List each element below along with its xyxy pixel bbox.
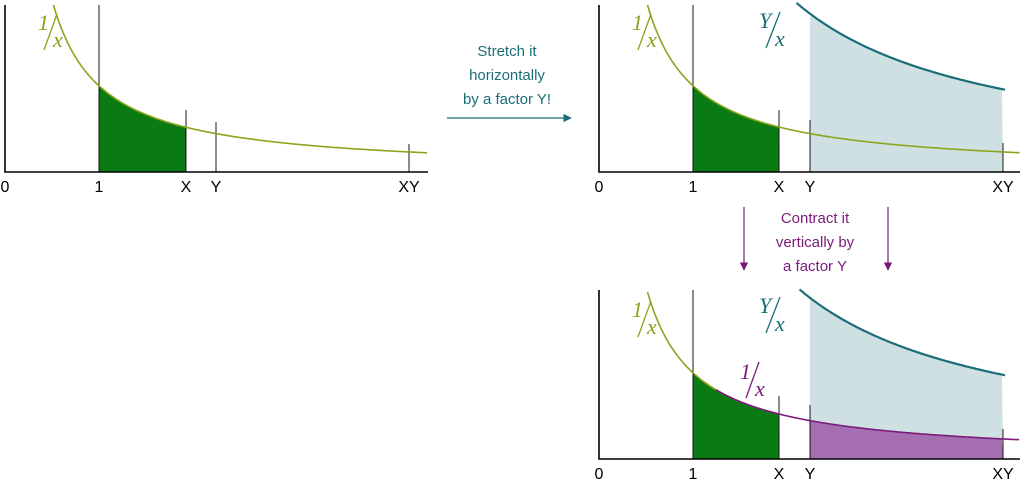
tick-label-1: 1 — [95, 179, 104, 196]
label-fraction-slash — [765, 11, 781, 49]
area-1-to-x — [693, 372, 779, 459]
scaled-curve — [795, 2, 1006, 91]
label-denominator: x — [754, 376, 765, 401]
label-y-over-x: Y x — [759, 8, 785, 51]
panel-original: 0 1 X Y XY 1 x — [1, 4, 428, 196]
tick-label-0: 0 — [595, 179, 604, 196]
area-y-to-xy-stretched — [810, 297, 1003, 459]
contracted-curve — [715, 389, 1020, 441]
tick-label-0: 0 — [595, 466, 604, 481]
label-one-over-x-contracted: 1 x — [740, 359, 765, 401]
label-fraction-slash — [637, 300, 652, 338]
area-1-to-x — [99, 85, 186, 172]
label-fraction-slash — [765, 296, 781, 334]
tick-label-0: 0 — [1, 179, 10, 196]
label-numerator: 1 — [632, 10, 643, 35]
tick-label-x: X — [774, 179, 785, 196]
area-y-to-xy — [810, 13, 1003, 173]
label-fraction-slash — [43, 13, 58, 51]
tick-label-x: X — [774, 466, 785, 481]
reciprocal-curve — [52, 4, 428, 154]
label-one-over-x: 1 x — [632, 297, 657, 339]
label-numerator: Y — [759, 8, 774, 33]
label-numerator: 1 — [632, 297, 643, 322]
panel-stretched: 0 1 X Y XY 1 x Y x — [595, 2, 1020, 196]
tick-label-y: Y — [805, 179, 816, 196]
label-denominator: x — [646, 314, 657, 339]
label-denominator: x — [774, 26, 785, 51]
contract-note-line-1: Contract it — [781, 210, 850, 227]
axes — [598, 290, 1020, 460]
panel-contracted: 0 1 X Y XY 1 x Y x 1 x — [595, 288, 1020, 481]
axes — [4, 5, 428, 173]
tick-label-xy: XY — [992, 179, 1014, 196]
tick-label-xy: XY — [992, 466, 1014, 481]
contract-note-line-2: vertically by — [776, 234, 855, 251]
label-y-over-x: Y x — [759, 293, 785, 336]
tick-label-xy: XY — [398, 179, 420, 196]
stretch-note-line-2: horizontally — [469, 67, 545, 84]
scaled-curve — [798, 288, 1006, 377]
tick-label-y: Y — [211, 179, 222, 196]
label-denominator: x — [646, 27, 657, 52]
tick-label-1: 1 — [689, 179, 698, 196]
reciprocal-curve — [646, 4, 1020, 154]
label-fraction-slash — [745, 361, 760, 399]
tick-label-y: Y — [805, 466, 816, 481]
contract-note-line-3: a factor Y — [783, 258, 847, 275]
stretch-note-line-1: Stretch it — [477, 43, 537, 60]
label-numerator: 1 — [740, 359, 751, 384]
area-1-to-x — [693, 85, 779, 172]
label-numerator: Y — [759, 293, 774, 318]
label-fraction-slash — [637, 13, 652, 51]
label-numerator: 1 — [38, 10, 49, 35]
stretch-note-line-3: by a factor Y! — [463, 91, 551, 108]
stretch-annotation: Stretch it horizontally by a factor Y! — [447, 43, 572, 123]
label-one-over-x: 1 x — [632, 10, 657, 52]
area-y-to-xy-contracted — [810, 420, 1003, 459]
tick-label-1: 1 — [689, 466, 698, 481]
tick-label-x: X — [181, 179, 192, 196]
label-denominator: x — [52, 27, 63, 52]
label-denominator: x — [774, 311, 785, 336]
contract-annotation: Contract it vertically by a factor Y — [739, 207, 893, 275]
label-one-over-x: 1 x — [38, 10, 63, 52]
axes — [598, 5, 1020, 173]
reciprocal-curve — [646, 291, 719, 392]
